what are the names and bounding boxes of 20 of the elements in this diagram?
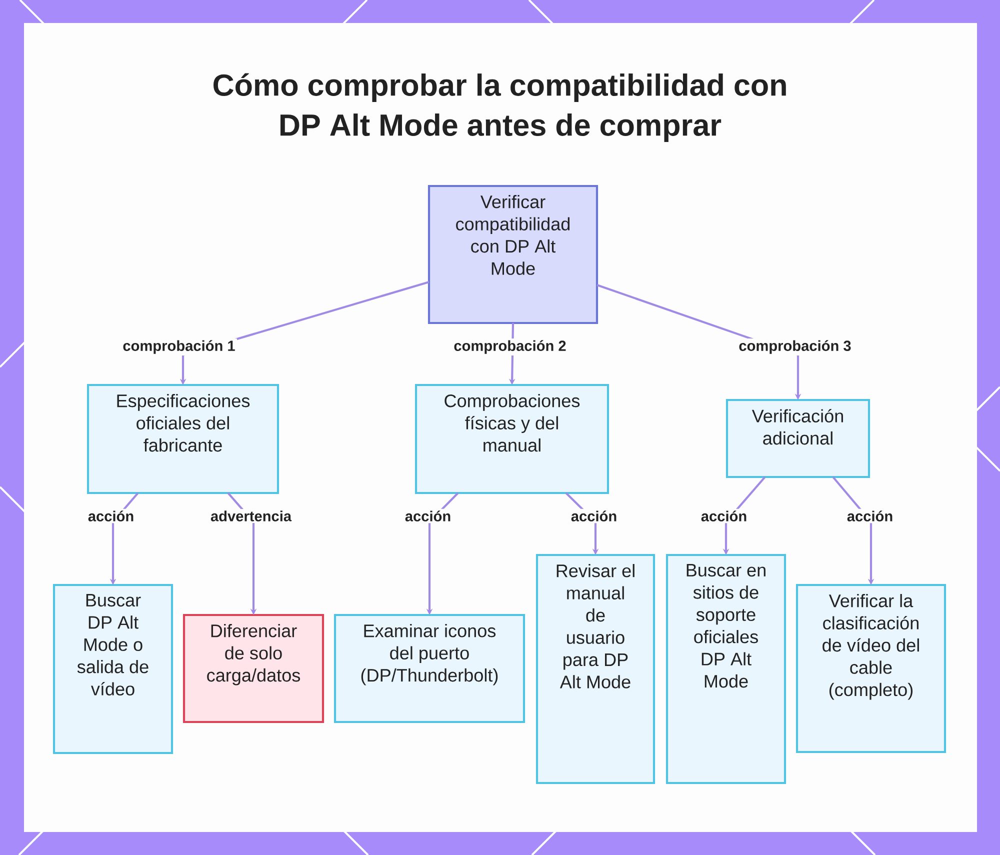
edge-label: acción: [699, 508, 749, 524]
root-box: Verificar compatibilidad con DP Alt Mode: [428, 184, 598, 324]
process-box: Revisar el manual de usuario para DP Alt Mode: [536, 554, 656, 784]
warning-box: Diferenciar de solo carga/datos: [182, 614, 324, 724]
process-box: Verificación adicional: [726, 398, 870, 478]
process-box: Buscar DP Alt Mode o salida de vídeo: [52, 584, 174, 754]
process-box: Comprobaciones físicas y del manual: [414, 384, 610, 494]
edge-label: acción: [403, 508, 453, 524]
edge-label: comprobación 2: [452, 338, 568, 356]
edge-label: acción: [86, 508, 136, 524]
edge-label: acción: [569, 508, 619, 524]
process-box: Verificar la clasificación de vídeo del cable (completo): [796, 584, 946, 754]
process-box: Examinar iconos del puerto (DP/Thunderbolt): [334, 614, 526, 724]
edge-label: comprobación 3: [737, 338, 853, 356]
title: Cómo comprobar la compatibilidad con DP Alt Mode antes de comprar: [214, 73, 786, 142]
edge-label: acción: [845, 508, 895, 524]
edge-label: advertencia: [208, 508, 294, 524]
process-box: Buscar en sitios de soporte oficiales DP Alt Mode: [666, 554, 786, 784]
edge-label: comprobación 1: [121, 338, 237, 356]
process-box: Especificaciones oficiales del fabricante: [86, 384, 280, 494]
